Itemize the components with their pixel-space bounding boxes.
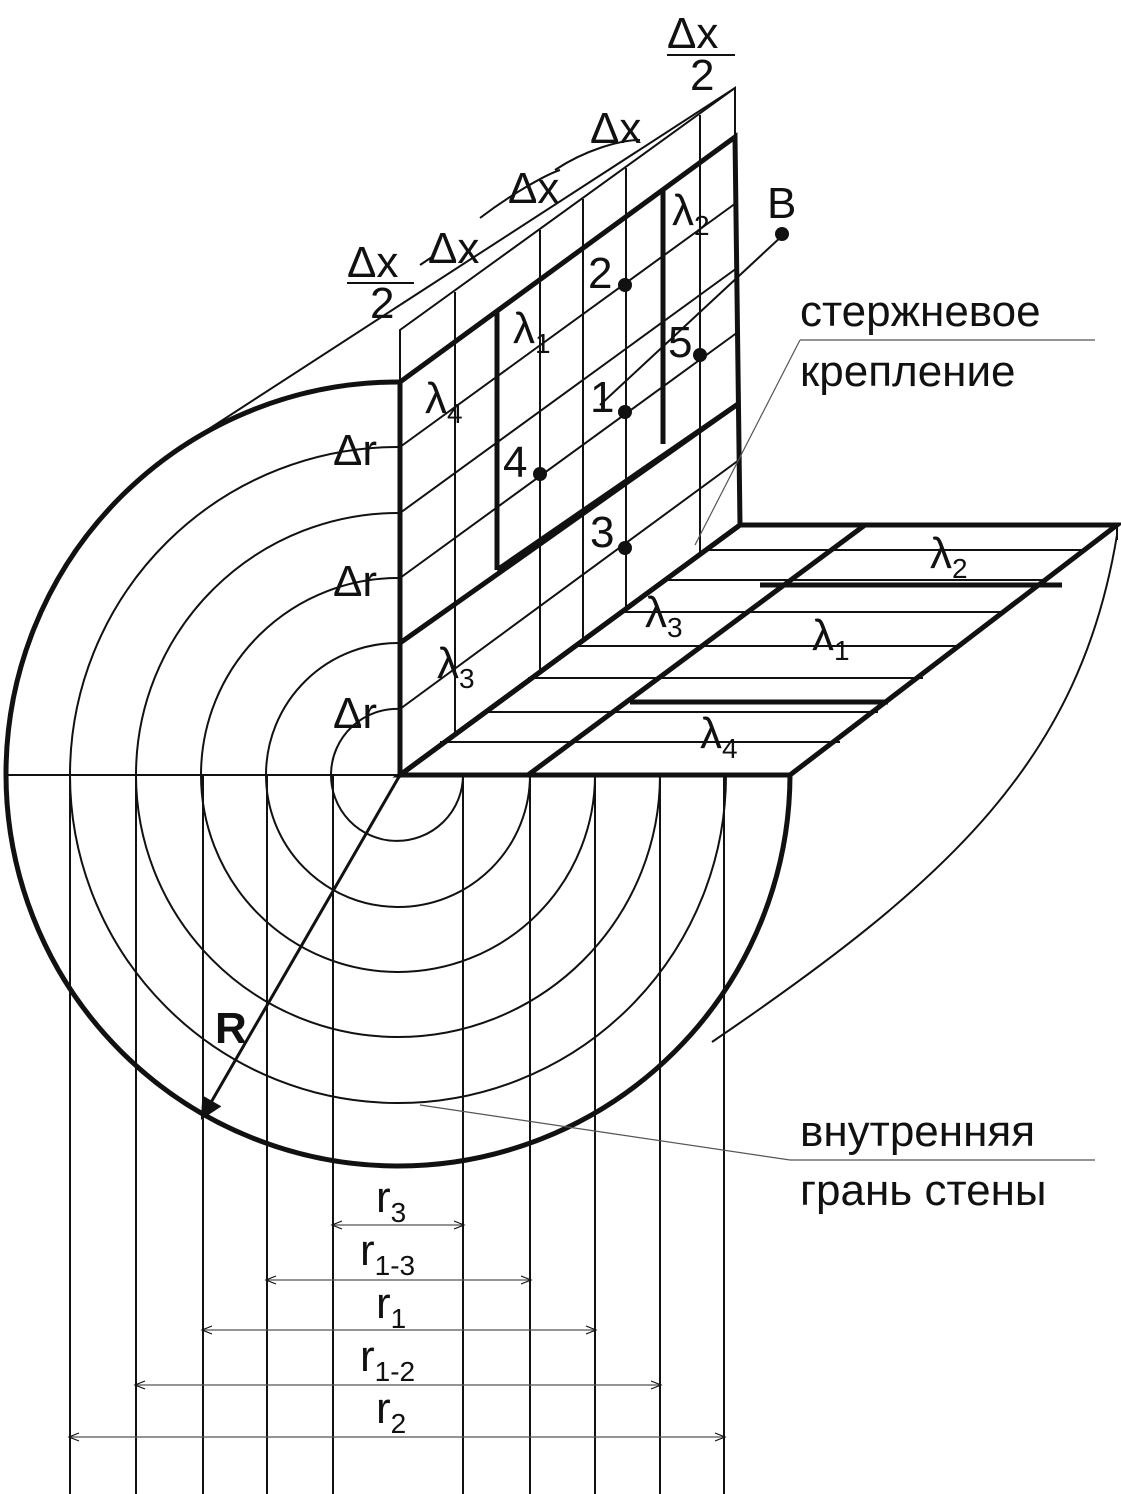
r2-label: r2 [376, 1384, 406, 1439]
point-5 [693, 348, 707, 362]
r13-label: r1-3 [360, 1226, 415, 1281]
cylinder-section [3, 87, 1118, 1169]
rod-annotation-line1: стержневое [800, 287, 1041, 336]
wall-leader [419, 1104, 791, 1161]
point-labels: 2 1 4 3 5 B [503, 179, 796, 557]
lambda-2-floor: λ2 [930, 529, 968, 584]
point-2 [618, 278, 632, 292]
dr-label-1: Δr [333, 426, 377, 475]
wall-annotation-line1: внутренняя [800, 1107, 1035, 1156]
dx-dim-arc [479, 169, 561, 219]
r3-label: r3 [376, 1173, 406, 1228]
lambda-labels: λ4 λ1 λ2 λ3 λ2 λ3 λ1 λ4 [425, 186, 968, 764]
b-line [599, 234, 784, 406]
dx-label-3: Δx [590, 104, 641, 153]
point-label-4: 4 [503, 438, 527, 487]
radius-arrow [200, 774, 402, 1120]
point-label-5: 5 [668, 318, 692, 367]
point-label-3: 3 [590, 508, 614, 557]
radial-arc [200, 576, 596, 973]
radial-arc [265, 641, 531, 908]
point-label-1: 1 [590, 373, 614, 422]
rod-annotation-line2: крепление [800, 347, 1016, 396]
dx-dim-arc [419, 256, 433, 266]
points [533, 227, 789, 555]
r1-label: r1 [376, 1279, 406, 1334]
lambda-1-vertical: λ1 [513, 304, 551, 359]
dr-labels: Δr Δr Δr [333, 426, 377, 738]
radial-arc [69, 445, 727, 1104]
point-3 [618, 541, 632, 555]
dx-labels: Δx 2 Δx Δx Δx Δx 2 [347, 9, 735, 328]
dx-half-top-den: 2 [690, 51, 714, 100]
outer-wall-arc [3, 379, 793, 1169]
plate-top-frame [399, 86, 736, 382]
rod-lines [69, 775, 725, 1494]
lambda-4-vertical: λ4 [425, 374, 463, 429]
cylinder-far-arc [711, 534, 1118, 1043]
lambda-1-floor: λ1 [812, 611, 850, 666]
dr-label-3: Δr [333, 689, 377, 738]
cylinder-edge-top [399, 87, 736, 306]
radial-arc [330, 707, 464, 842]
r-labels: r3 r1-3 r1 r1-2 r2 [360, 1173, 415, 1439]
horizontal-plate [392, 522, 1121, 778]
point-B [775, 227, 789, 241]
point-label-2: 2 [588, 249, 612, 298]
r12-label: r1-2 [360, 1332, 415, 1387]
dx-half-left-num: Δx [347, 238, 398, 287]
cylinder-edge-top [194, 304, 401, 439]
radial-arc [135, 511, 661, 1038]
dx-label-1: Δx [428, 224, 479, 273]
vertical-plate [397, 86, 743, 780]
point-4 [533, 467, 547, 481]
point-1 [618, 405, 632, 419]
lambda-3-vertical: λ3 [437, 639, 475, 694]
dx-half-top-num: Δx [667, 9, 718, 58]
point-label-B: B [767, 179, 796, 228]
lambda-3-floor: λ3 [645, 588, 683, 643]
lambda-4-floor: λ4 [700, 709, 738, 764]
dx-label-2: Δx [508, 164, 559, 213]
rod-leader [694, 339, 801, 546]
wall-annotation-line2: грань стены [800, 1166, 1047, 1215]
radius-dimensions [67, 1220, 727, 1442]
dr-label-2: Δr [333, 557, 377, 606]
dx-half-left-den: 2 [370, 279, 394, 328]
annotations: стержневое крепление внутренняя грань ст… [800, 287, 1047, 1215]
lambda-2-vertical: λ2 [672, 186, 710, 241]
radius-label: R [215, 1004, 247, 1053]
dx-dim-arc [554, 139, 641, 171]
